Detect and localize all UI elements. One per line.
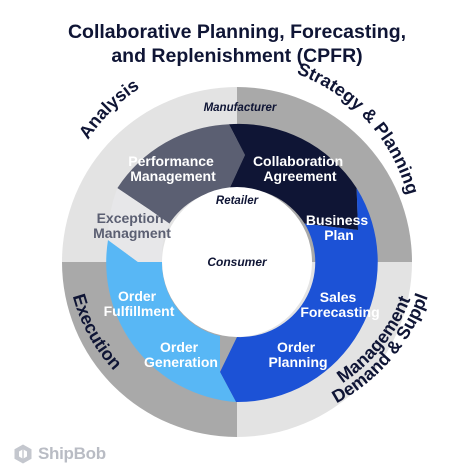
shipbob-logo: ShipBob bbox=[12, 442, 106, 466]
title-line-1: Collaborative Planning, Forecasting, bbox=[67, 21, 407, 43]
step-performance-management: Performance Management bbox=[128, 153, 217, 184]
label-consumer: Consumer bbox=[207, 255, 268, 269]
step-collaboration-agreement: Collaboration Agreement bbox=[253, 153, 347, 184]
shipbob-hexagon-icon bbox=[14, 444, 32, 464]
step-order-generation: Order Generation bbox=[144, 339, 218, 370]
step-order-fulfillment: Order Fulfillment bbox=[104, 288, 175, 319]
process-ring bbox=[106, 123, 378, 403]
segment-exception-management bbox=[107, 188, 170, 262]
step-business-plan: Business Plan bbox=[306, 212, 372, 243]
consumer-circle bbox=[190, 215, 284, 309]
label-retailer: Retailer bbox=[216, 195, 259, 207]
segment-order-generation-fulfillment bbox=[106, 240, 236, 402]
step-exception-management: Exception Managment bbox=[93, 210, 171, 241]
segment-collaboration-agreement bbox=[229, 123, 358, 230]
step-order-planning: Order Planning bbox=[268, 339, 327, 370]
segment-business-sales bbox=[220, 188, 378, 403]
segment-performance-management bbox=[117, 124, 245, 224]
step-sales-forecasting: Sales Forecasting bbox=[300, 289, 379, 320]
page-title: Collaborative Planning, Forecasting, and… bbox=[0, 20, 474, 68]
title-line-2: and Replenishment (CPFR) bbox=[111, 45, 363, 67]
logo-text: ShipBob bbox=[38, 444, 106, 463]
label-manufacturer: Manufacturer bbox=[204, 102, 277, 114]
